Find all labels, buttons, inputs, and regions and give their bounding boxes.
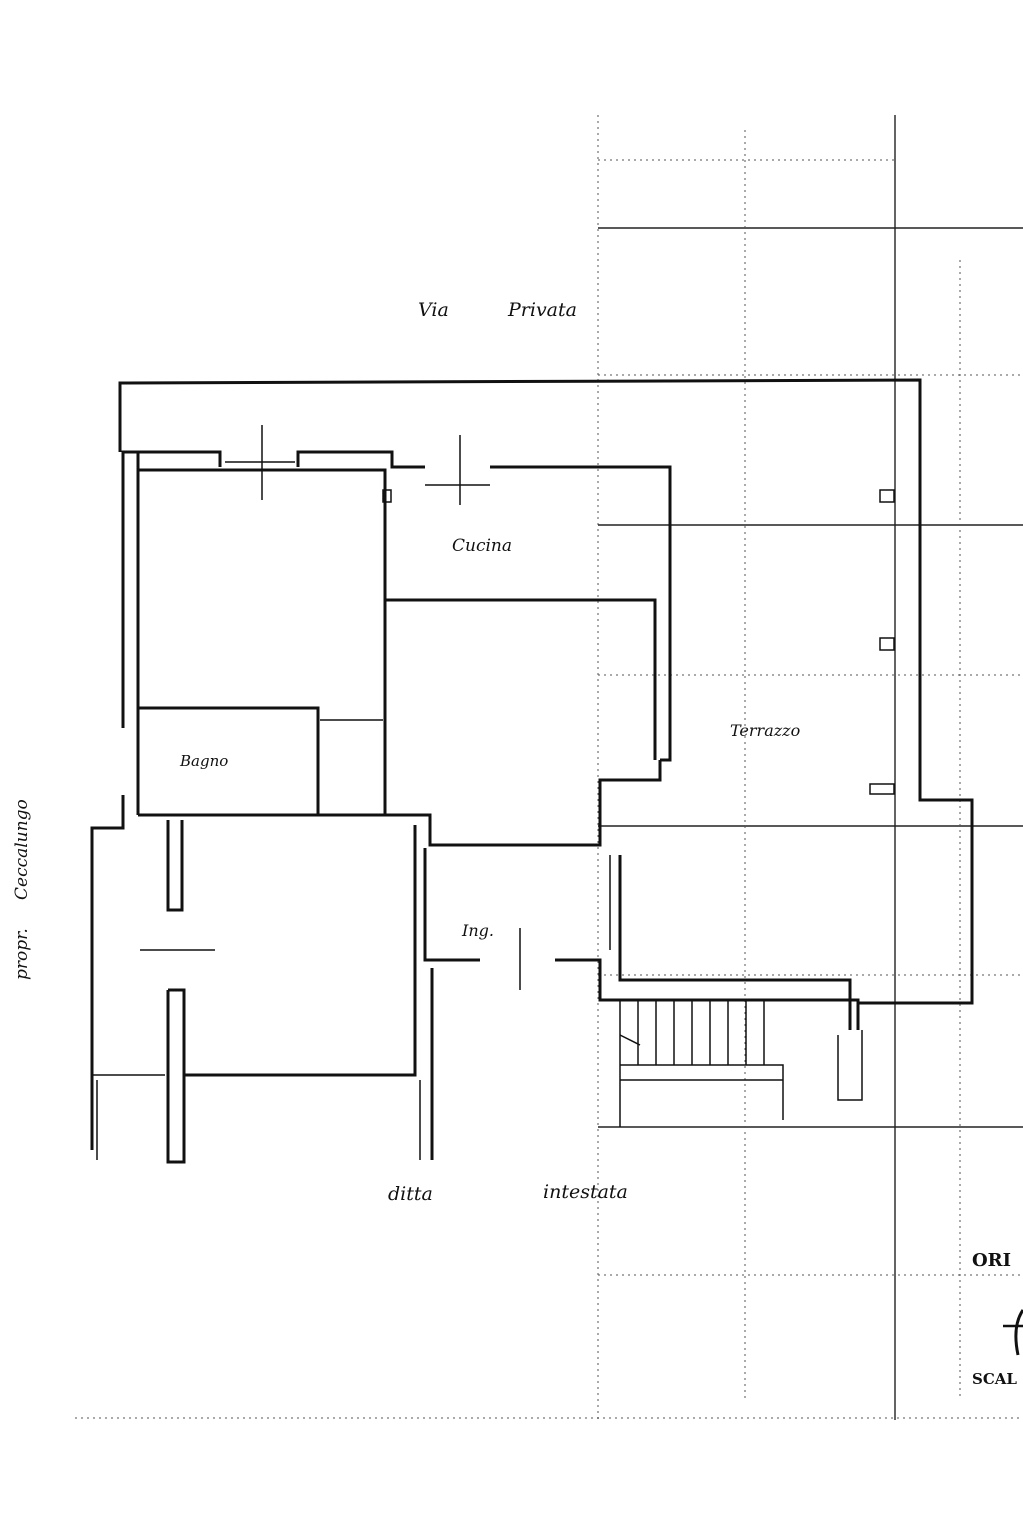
compass-icon: [1003, 1309, 1023, 1356]
grid-lines: [75, 115, 1023, 1420]
street-label-privata: Privata: [507, 299, 577, 321]
walls: [90, 378, 974, 1164]
room-label-kitchen: Cucina: [452, 536, 512, 556]
windows-doors: [140, 425, 895, 990]
room-label-bathroom: Bagno: [179, 752, 228, 770]
side-label-propr: propr.: [12, 928, 32, 980]
street-label-via: Via: [418, 299, 449, 321]
stairs: [619, 1000, 765, 1065]
bottom-label-intestata: intestata: [543, 1181, 628, 1203]
room-label-terrace: Terrazzo: [730, 721, 800, 740]
side-label-owner: Ceccalungo: [12, 799, 32, 900]
room-label-entrance: Ing.: [461, 921, 494, 940]
side-label: propr. Ceccalungo: [12, 799, 32, 980]
orientation-label: ORI: [972, 1250, 1011, 1271]
bottom-label-ditta: ditta: [388, 1183, 433, 1205]
scale-label: SCAL: [972, 1370, 1017, 1388]
